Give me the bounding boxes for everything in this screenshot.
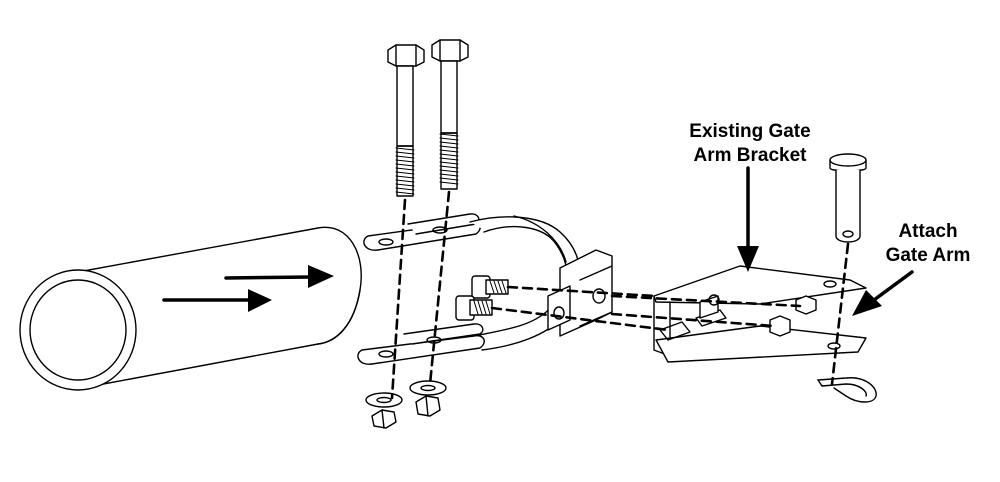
slide-direction-arrows <box>162 265 334 312</box>
callout-line: Gate Arm <box>885 245 971 266</box>
attach-callout-arrow <box>852 270 914 316</box>
set-screws <box>455 275 509 321</box>
hex-bolt-right <box>431 39 469 190</box>
assembly-guide-lines <box>390 190 850 400</box>
bracket-callout-arrow <box>737 166 759 272</box>
hex-bolt-left <box>387 44 425 197</box>
callout-line: Arm Bracket <box>693 145 807 166</box>
hairpin-cotter <box>817 377 877 403</box>
callout-line: Attach <box>898 221 958 242</box>
callout-line: Existing Gate <box>689 121 811 142</box>
attach-gate-arm-label: Attach Gate Arm <box>868 220 988 268</box>
existing-gate-arm-bracket-label: Existing Gate Arm Bracket <box>640 120 860 168</box>
pipe-clamp <box>357 213 613 365</box>
gate-arm-pipe <box>19 226 362 391</box>
washers-and-nuts <box>365 380 447 429</box>
clevis-pin <box>829 153 867 243</box>
existing-gate-arm-bracket <box>653 265 867 363</box>
